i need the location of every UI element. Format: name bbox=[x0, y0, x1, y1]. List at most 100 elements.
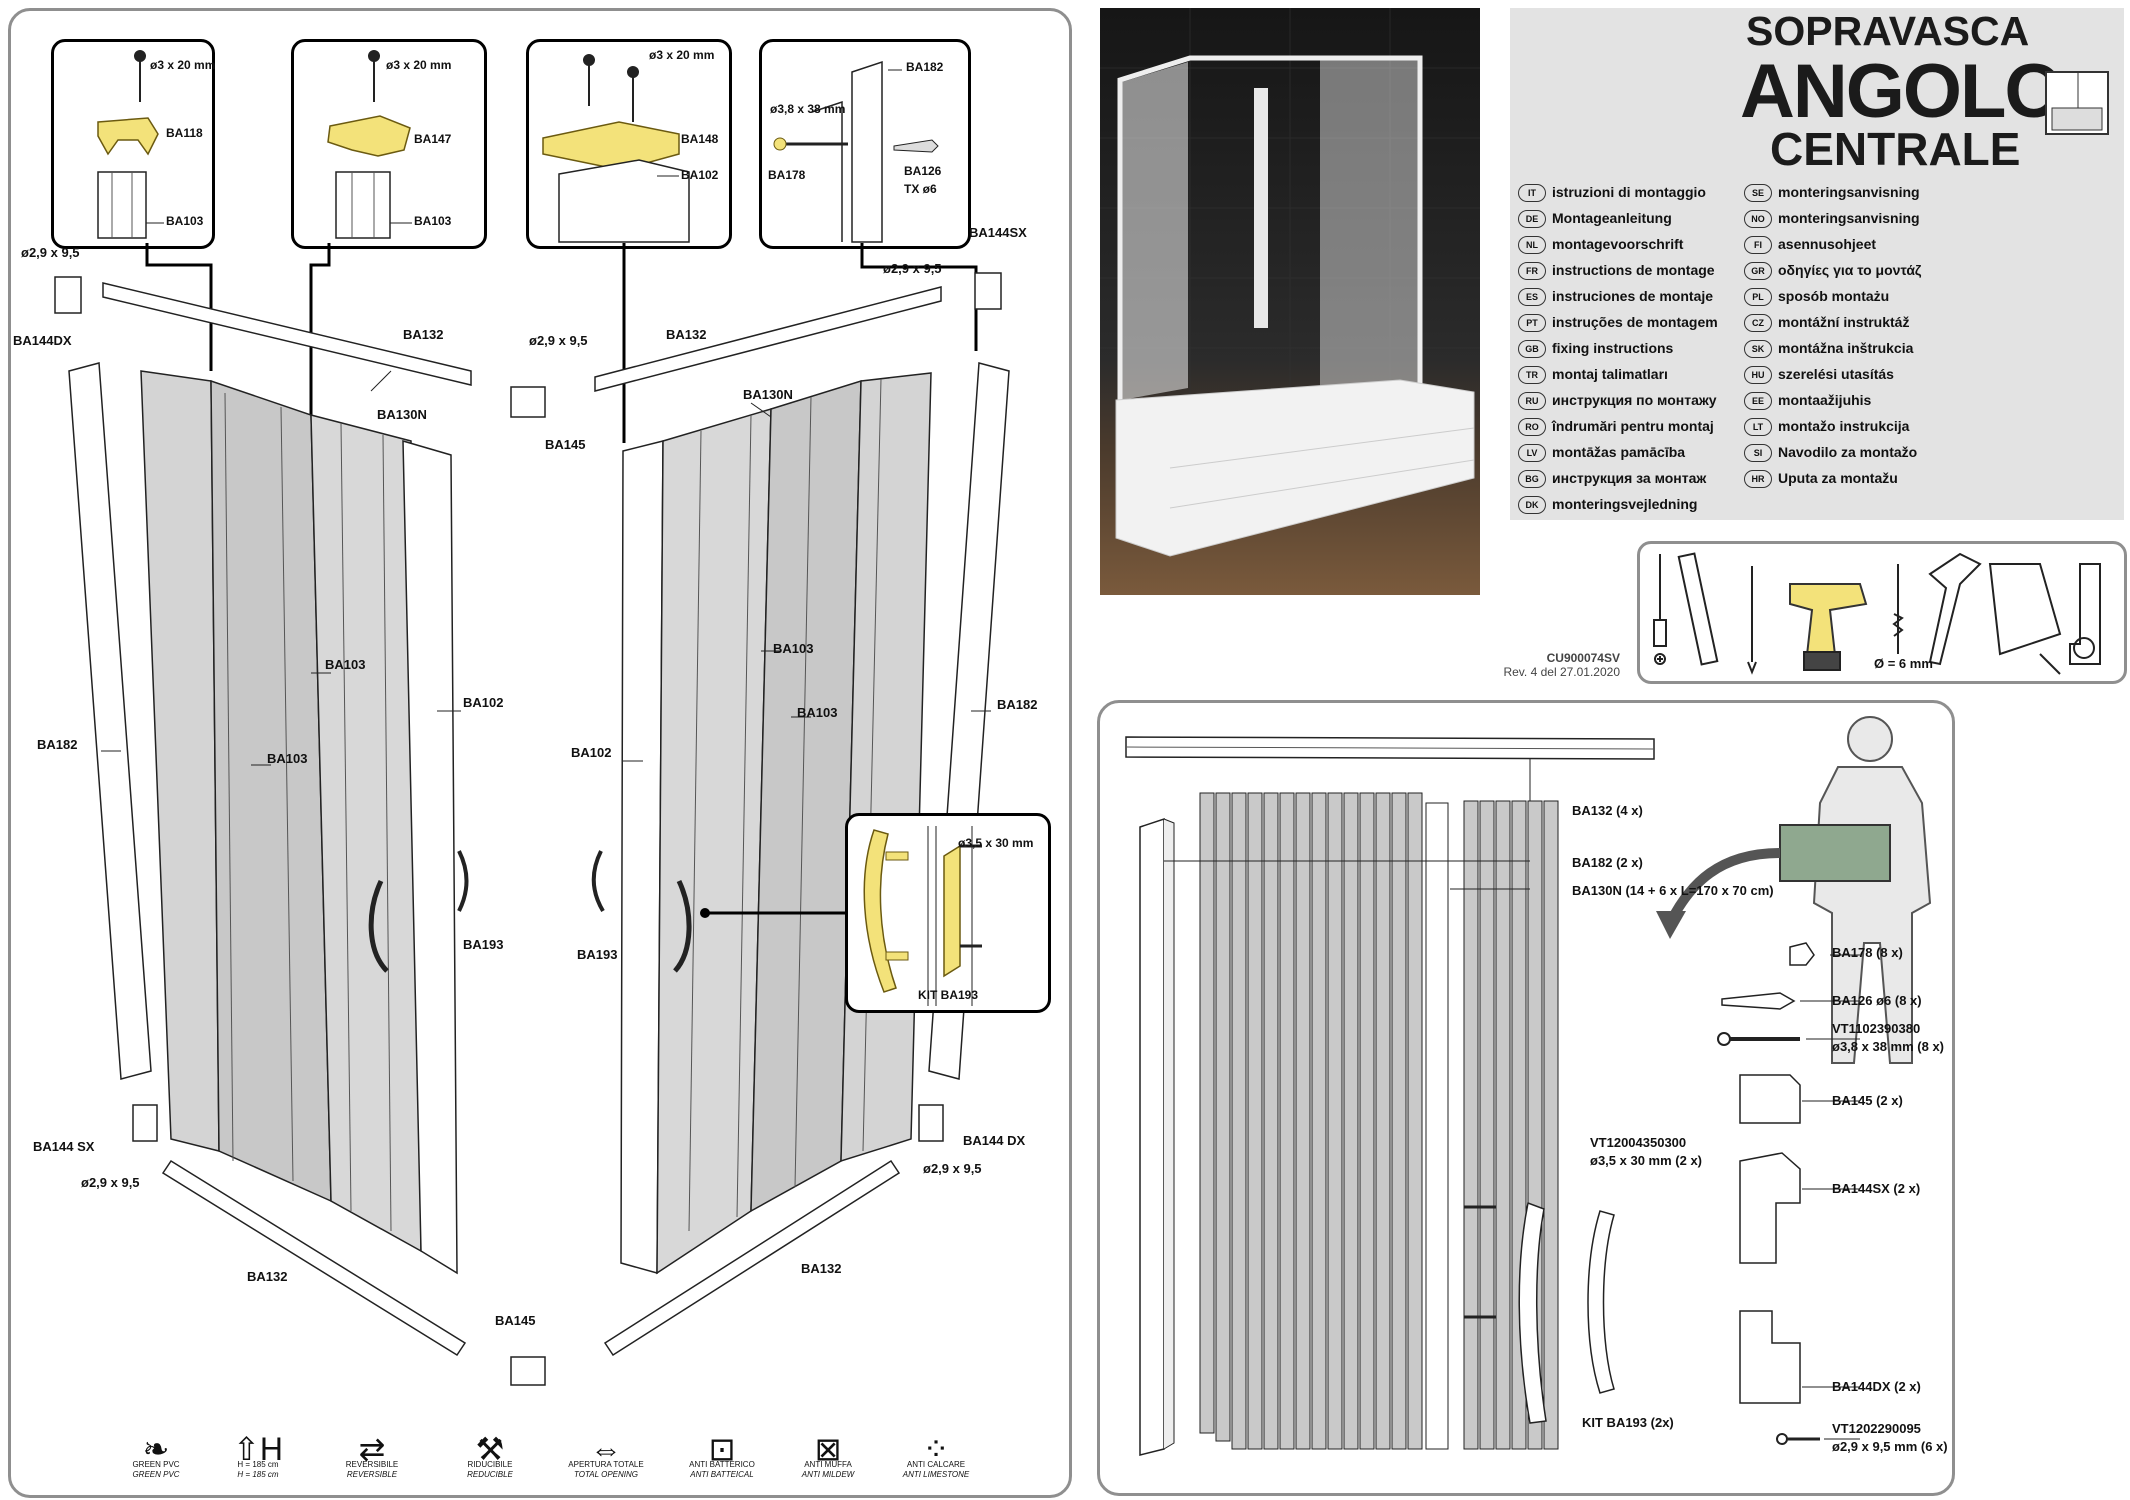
label-ba144sx-bottom: BA144 SX bbox=[33, 1139, 95, 1154]
label-ba103-c: BA103 bbox=[773, 641, 814, 656]
drill-bit-icon bbox=[1892, 564, 1904, 654]
height-icon: ⇧H bbox=[233, 1431, 283, 1467]
leaves-icon: ❧ bbox=[142, 1431, 170, 1467]
level-icon bbox=[1677, 552, 1719, 666]
part-ba132: BA132 (4 x) bbox=[1572, 803, 1643, 818]
reducible-icon: ⚒ bbox=[475, 1431, 505, 1467]
label-ba182-right: BA182 bbox=[997, 697, 1038, 712]
screwdriver-icon bbox=[1653, 554, 1667, 665]
callout-ba182: BA182 ø3,8 x 38 mm BA178 BA126 TX ø6 bbox=[759, 39, 971, 249]
hacksaw-icon bbox=[1988, 563, 2062, 675]
assembly-diagram-panel: ø3 x 20 mm BA118 BA103 ø3 x 20 mm BA147 … bbox=[8, 8, 1072, 1498]
callout-kit-ba193: ø3,5 x 30 mm KIT BA193 bbox=[845, 813, 1051, 1013]
title-line3: CENTRALE bbox=[1770, 123, 2021, 175]
callout-ba182-screw-label: ø3,8 x 38 mm bbox=[770, 102, 846, 116]
callout-ba147-drawing bbox=[327, 50, 412, 239]
document-code-id: CU900074SV bbox=[1546, 651, 1620, 665]
kit-label: KIT BA193 bbox=[918, 988, 979, 1002]
callout-ba148-drawing bbox=[542, 54, 690, 243]
kit-screw-label: ø3,5 x 30 mm bbox=[958, 836, 1034, 850]
total-opening-icon: ⇔ bbox=[590, 1431, 622, 1467]
title-line1: SOPRAVASCA bbox=[1746, 8, 2030, 54]
label-ba132-top-right: BA132 bbox=[666, 327, 707, 342]
label-ba193-right: BA193 bbox=[577, 947, 618, 962]
callout-ba182-part-label: BA182 bbox=[906, 60, 944, 74]
label-ba145-top: BA145 bbox=[545, 437, 586, 452]
callout-ba148-part-label: BA148 bbox=[681, 132, 719, 146]
title-box: SOPRAVASCA ANGOLO CENTRALE bbox=[1510, 8, 2124, 520]
label-ba182-left: BA182 bbox=[37, 737, 78, 752]
label-ba103-d: BA103 bbox=[797, 705, 838, 720]
callout-ba118-drawing bbox=[97, 50, 164, 239]
part-vt1102390380: VT1102390380 bbox=[1832, 1021, 1921, 1036]
label-ba103-a: BA103 bbox=[325, 657, 366, 672]
part-vt1202290095-size: ø2,9 x 9,5 mm (6 x) bbox=[1832, 1439, 1948, 1454]
callout-ba126-sub-label: TX ø6 bbox=[904, 182, 937, 196]
tools-drawing bbox=[1653, 552, 2101, 675]
label-ba102-left: BA102 bbox=[571, 745, 612, 760]
callout-kit-ba193-drawing bbox=[863, 826, 982, 1006]
callout-ba148-screw-label: ø3 x 20 mm bbox=[649, 48, 715, 62]
parts-drawing bbox=[1125, 716, 1932, 1456]
label-ba130n-left: BA130N bbox=[377, 407, 427, 422]
reversible-icon: ⇄ bbox=[358, 1431, 386, 1467]
part-vt1102390380-size: ø3,8 x 38 mm (8 x) bbox=[1832, 1039, 1944, 1054]
callout-ba178-label: BA178 bbox=[768, 168, 806, 182]
callout-ba118-screw-label: ø3 x 20 mm bbox=[150, 58, 216, 72]
silicone-gun-icon bbox=[1928, 552, 1982, 666]
part-vt1202290095: VT1202290095 bbox=[1832, 1421, 1921, 1436]
callout-ba147: ø3 x 20 mm BA147 BA103 bbox=[291, 39, 487, 249]
document-revision: Rev. 4 del 27.01.2020 bbox=[1503, 665, 1620, 679]
label-ba132-bottom-left: BA132 bbox=[247, 1269, 288, 1284]
label-ba144dx-left: BA144DX bbox=[13, 333, 72, 348]
document-code: CU900074SV Rev. 4 del 27.01.2020 bbox=[1490, 651, 1620, 679]
exploded-assembly-drawing bbox=[54, 243, 1010, 1386]
label-ba102-right: BA102 bbox=[463, 695, 504, 710]
label-ba132-top-left: BA132 bbox=[403, 327, 444, 342]
drill-bit-size-label: Ø = 6 mm bbox=[1874, 656, 1933, 671]
label-ba130n-right: BA130N bbox=[743, 387, 793, 402]
drill-icon bbox=[1789, 583, 1868, 671]
bathtub-screen-icon bbox=[2045, 71, 2109, 135]
antimildew-icon: ⊠ bbox=[814, 1431, 842, 1467]
callout-ba148: ø3 x 20 mm BA148 BA102 bbox=[526, 39, 732, 249]
callout-ba182-drawing bbox=[773, 60, 939, 243]
label-ba193-left: BA193 bbox=[463, 937, 504, 952]
part-ba182: BA182 (2 x) bbox=[1572, 855, 1643, 870]
part-ba126: BA126 ø6 (8 x) bbox=[1832, 993, 1922, 1008]
part-kit-ba193: KIT BA193 (2x) bbox=[1582, 1415, 1674, 1430]
callout-ba147-screw-label: ø3 x 20 mm bbox=[386, 58, 452, 72]
part-ba144sx: BA144SX (2 x) bbox=[1832, 1181, 1921, 1196]
callout-ba118: ø3 x 20 mm BA118 BA103 bbox=[51, 39, 215, 249]
title-line2: ANGOLO bbox=[1740, 49, 2064, 134]
label-screw-bottom-right: ø2,9 x 9,5 bbox=[923, 1161, 982, 1176]
product-photo bbox=[1100, 8, 1480, 595]
callout-ba147-part-label: BA147 bbox=[414, 132, 452, 146]
antibacterial-icon: ⊡ bbox=[708, 1431, 736, 1467]
